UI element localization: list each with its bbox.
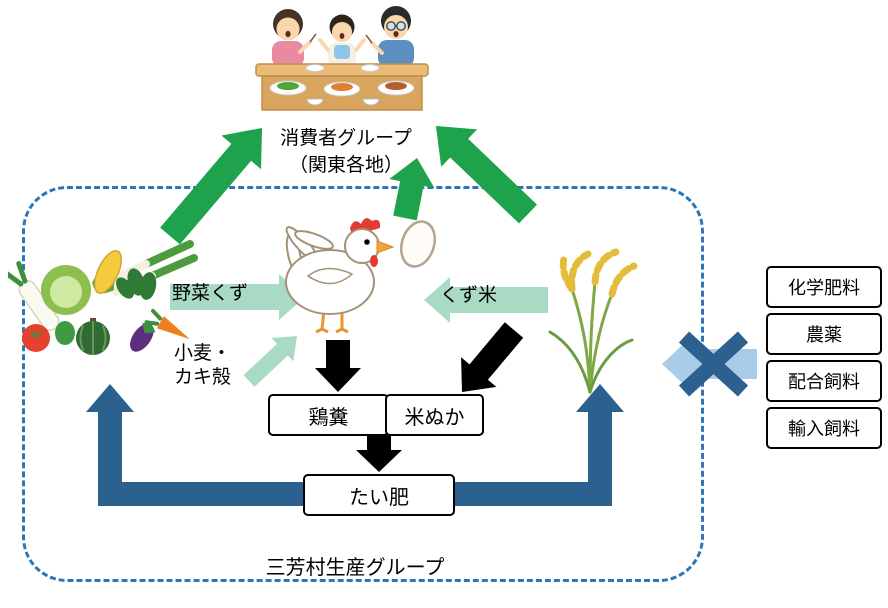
arrow-chicken-to-manure	[315, 340, 361, 392]
arrow-chicken-to-consumers	[389, 158, 435, 221]
consumer-group-name: 消費者グループ	[280, 128, 412, 149]
excluded-input-compound-feed: 配合飼料	[766, 360, 882, 402]
hen-beak	[376, 240, 395, 254]
consumer-group-label: 消費者グループ （関東各地）	[238, 126, 454, 179]
arrow-wheat-oyster-to-chicken	[243, 336, 297, 387]
compost-box: たい肥	[303, 474, 455, 516]
arrow-compost-to-vegetables	[86, 384, 305, 506]
arrow-vegetable-scraps-to-chicken	[170, 274, 305, 320]
producer-group-label: 三芳村生産グループ	[265, 557, 445, 579]
rice-plant-illustration	[548, 248, 638, 394]
excluded-input-pesticide: 農薬	[766, 313, 882, 355]
spinach-icon	[116, 268, 157, 300]
blocked-x-mark-stroke-2	[678, 331, 749, 397]
person-man	[365, 6, 414, 67]
hen-legs	[315, 309, 349, 334]
corn-icon	[92, 249, 123, 295]
egg-illustration	[399, 220, 437, 268]
tomato-icon	[22, 324, 50, 352]
consumer-group-region: （関東各地）	[288, 154, 403, 176]
wheat-oyster-shell-label: 小麦・ カキ殻	[174, 343, 232, 388]
green-pepper-icon	[55, 321, 75, 345]
arrow-manure-bran-to-compost	[356, 431, 402, 472]
arrow-waste-rice-to-chicken	[424, 277, 548, 323]
hen-eye	[364, 239, 370, 245]
chicken-manure-box: 鶏糞	[268, 394, 389, 436]
carrot-icon	[144, 308, 190, 340]
vegetables-illustration	[8, 240, 198, 355]
eggplant-icon	[130, 323, 156, 352]
rice-grain-heads	[559, 248, 638, 298]
hen-wing	[306, 267, 354, 285]
excluded-input-imported-feed: 輸入飼料	[766, 407, 882, 449]
waste-rice-label: くず米	[440, 285, 498, 306]
arrow-compost-to-rice	[450, 384, 624, 506]
arrow-rice-to-consumers	[436, 126, 537, 224]
hen-wattle	[370, 255, 378, 267]
food-dishes	[269, 64, 415, 106]
daikon-icon	[8, 261, 60, 331]
consumers-illustration	[255, 6, 429, 111]
rice-bran-box: 米ぬか	[385, 394, 484, 436]
vegetable-scraps-label: 野菜くず	[172, 283, 249, 304]
hen-illustration	[285, 218, 395, 334]
pumpkin-icon	[76, 318, 110, 355]
person-child	[318, 14, 366, 67]
person-woman	[272, 9, 317, 67]
excluded-input-chemical-fertilizer: 化学肥料	[766, 266, 882, 308]
cabbage-icon	[41, 265, 91, 315]
arrow-vegetables-to-consumers	[160, 128, 262, 245]
arrow-rice-to-bran	[461, 322, 524, 392]
